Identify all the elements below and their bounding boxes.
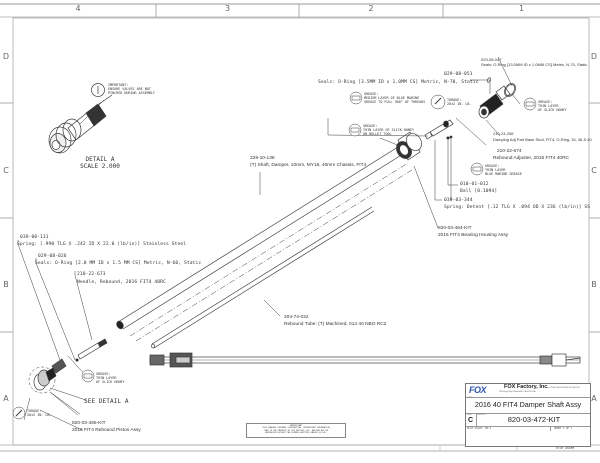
callout-description: Seals: O-Ring [13.0MM ID x 1.0MM CS] Met…	[481, 62, 588, 67]
sheet-size: C	[468, 417, 474, 424]
callout-part-number: 820-03-465-KIT	[72, 421, 106, 426]
drawing-title: 2016 40 FIT4 Damper Shaft Assy	[474, 400, 582, 409]
proprietary-notice: PROPRIETARY THIS DRAWING CONTAINS CONFID…	[262, 425, 330, 435]
note-grease-slick-top: GREASE: THIN LAYER OF SLICK HONEY	[538, 100, 567, 112]
note-grease-blue-threads: GREASE: MEDIUM LAYER OF BLUE MARINE GREA…	[364, 92, 426, 104]
damper-shaft	[116, 146, 404, 330]
sheet-divider	[550, 426, 551, 431]
title-block-header: FOX FOX Factory, Inc. 130 Hangar Way, Wa…	[466, 384, 590, 398]
callout-part-number: 029-08-026	[38, 254, 67, 259]
note-torque-bottom: TORQUE: 20±2 IN. LB.	[27, 409, 52, 417]
proprietary-notice-box: PROPRIETARY THIS DRAWING CONTAINS CONFID…	[246, 423, 346, 438]
callout-description: Ball [0.1094]	[460, 189, 498, 194]
drawing-number: 820-03-472-KIT	[507, 415, 561, 424]
company-phone: PH 831-768-1100 FAX 831-768-9312	[550, 387, 580, 389]
rebound-tube	[151, 206, 375, 349]
zone-col-4: 4	[75, 4, 81, 13]
zone-col-3: 3	[224, 4, 231, 13]
see-detail-a-label: SEE DETAIL A	[84, 398, 129, 405]
assembled-shaft-section	[149, 352, 581, 368]
callout-description: Spring: Detent [.12 TLG X .094 OD X 236 …	[444, 205, 591, 210]
detail-a-scale: SCALE 2.000	[80, 163, 120, 170]
note-grease-slick-bullet: GREASE: THIN LAYER OF SLICK HONEY ON BUL…	[363, 124, 415, 136]
callout-description: Seals: O-Ring [2.0 MM ID x 1.5 MM CS] Me…	[35, 261, 202, 266]
note-grease-slick-bottom: GREASE: THIN LAYER OF SLICK HONEY	[96, 372, 125, 384]
callout-part-number: 039-00-131	[20, 235, 49, 240]
leader-lines	[17, 56, 521, 431]
callout-description: Rebound Tube: (T) Machined, 014 40 NBO R…	[284, 322, 387, 327]
zone-row-b-right: B	[591, 280, 597, 289]
company-address: 130 Hangar Way, Watsonville, CA 95076 US…	[499, 391, 536, 393]
plot-scale: PLOT SCALE: 00:1	[467, 427, 492, 430]
callout-part-number: 210-22-673	[77, 272, 106, 277]
callout-part-number: 039-03-344	[444, 198, 473, 203]
zone-row-d: D	[2, 52, 10, 61]
zone-col-1: 1	[518, 4, 525, 13]
sheet-number: SHEET 1 OF 1	[554, 427, 573, 430]
zone-row-c-right: C	[591, 166, 597, 175]
bearing-housing	[396, 131, 422, 161]
callout-description: 2016 FIT4 Bearing Housing Assy	[438, 233, 509, 238]
callout-part-number: 204-74-022	[284, 315, 309, 320]
phantom-tube-lines	[129, 162, 413, 342]
note-valves-not-pinched: IMPORTANT: ENSURE VALVES ARE NOT PINCHED…	[108, 83, 155, 95]
note-symbols	[12, 91, 537, 420]
zone-row-c: C	[3, 166, 9, 175]
callout-description: 2016 FIT4 Rebound Piston Assy	[72, 428, 141, 433]
title-label: TITLE	[467, 397, 473, 399]
size-divider	[476, 413, 477, 426]
callout-part-number: 210-22-674	[497, 149, 522, 154]
note-grease-blue-thin: GREASE: THIN LAYER BLUE MARINE GREASE	[485, 164, 522, 176]
proe-assem-label: ProE ASSEM	[556, 446, 575, 450]
fox-logo: FOX	[469, 385, 487, 395]
zone-row-a-right: A	[591, 394, 597, 403]
title-block: FOX FOX Factory, Inc. 130 Hangar Way, Wa…	[465, 383, 591, 447]
zone-row-d-right: D	[590, 52, 598, 61]
zone-row-b: B	[3, 280, 9, 289]
callout-part-number: 029-08-047	[481, 57, 502, 62]
title-divider	[466, 413, 590, 414]
size-label: SIZE	[467, 414, 472, 416]
callout-part-number: 029-08-051	[444, 72, 473, 77]
callout-description: (T) Shaft, Damper, 10mm, MY16, 40mm Chas…	[250, 163, 367, 168]
note-torque-top: TORQUE: 20±2 IN. LB.	[447, 98, 472, 106]
callout-part-number: 210-24-256	[493, 131, 514, 136]
rebound-piston-assy	[28, 366, 57, 394]
callout-description: Needle, Rebound, 2016 FIT4 40RC	[77, 280, 166, 285]
callout-part-number: 229-10-138	[250, 156, 275, 161]
callout-description: Rebound Adjuster, 2016 FIT4 40RC	[493, 156, 569, 161]
needle-and-spring-parts	[51, 338, 108, 374]
callout-description: Seals: O-Ring [3.5MM ID x 1.0MM CS] Metr…	[318, 80, 479, 85]
callout-description: Spring: [.990 TLG X .242 ID X 22.0 (lb/i…	[17, 242, 187, 247]
dwg-no-label: DWG NO.	[477, 414, 486, 416]
zone-row-a: A	[3, 394, 9, 403]
detail-a-title: DETAIL A	[85, 156, 115, 163]
company-name: FOX Factory, Inc.	[504, 384, 549, 390]
callout-description: Damping Adj Part Base Stud, FIT4, O-Ring…	[493, 137, 592, 142]
rebound-adjuster-parts	[424, 77, 516, 140]
title-divider-2	[466, 426, 590, 427]
detail-a-valve-assembly	[48, 83, 113, 154]
zone-col-2: 2	[368, 4, 374, 13]
callout-part-number: 820-03-464-KIT	[438, 226, 472, 231]
callout-part-number: 010-01-012	[460, 182, 489, 187]
